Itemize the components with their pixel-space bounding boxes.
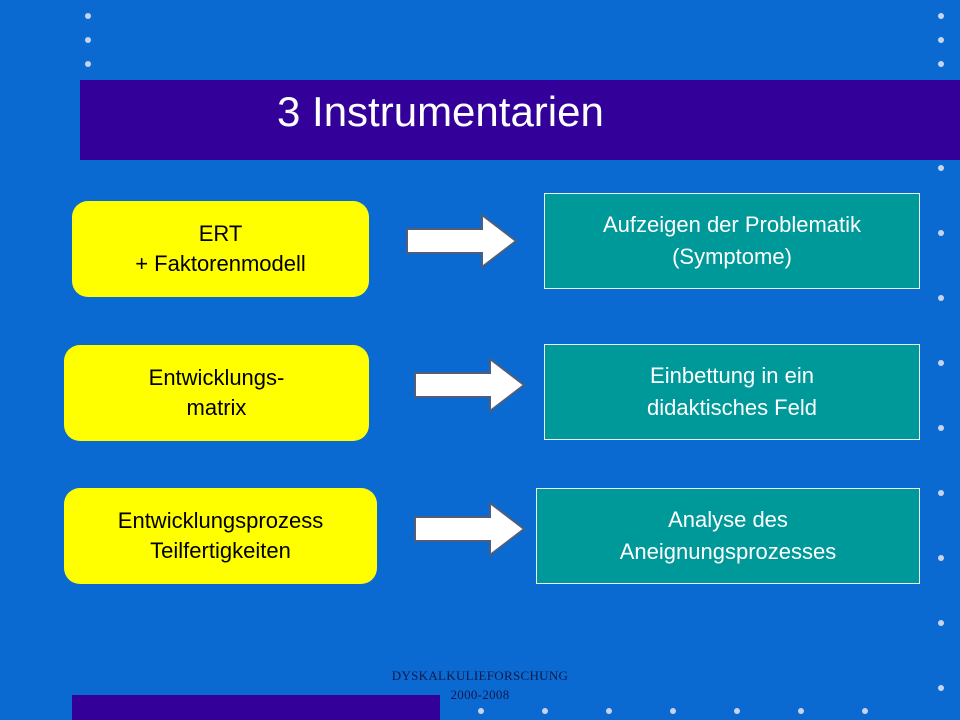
- input-box-ert: ERT + Faktorenmodell: [72, 201, 369, 297]
- title-bar: [80, 80, 960, 160]
- footer-line-2: 2000-2008: [450, 687, 510, 702]
- decorative-dot: [670, 708, 676, 714]
- decorative-dot: [938, 685, 944, 691]
- box-line: Aufzeigen der Problematik: [602, 212, 862, 237]
- box-line: Teilfertigkeiten: [150, 538, 291, 563]
- input-box-matrix: Entwicklungs- matrix: [64, 345, 369, 441]
- decorative-dot: [938, 165, 944, 171]
- output-box-analyse: Analyse des Aneignungsprozesses: [536, 488, 920, 584]
- right-arrow-icon: [406, 213, 518, 269]
- decorative-dot: [938, 230, 944, 236]
- box-line: matrix: [186, 395, 247, 420]
- decorative-dot: [542, 708, 548, 714]
- box-line: Entwicklungs-: [148, 365, 285, 390]
- decorative-dot: [798, 708, 804, 714]
- decorative-dot: [85, 37, 91, 43]
- decorative-dot: [938, 295, 944, 301]
- box-line: Entwicklungsprozess: [117, 508, 324, 533]
- box-line: + Faktorenmodell: [135, 251, 306, 276]
- box-line: didaktisches Feld: [647, 395, 817, 420]
- input-box-prozess: Entwicklungsprozess Teilfertigkeiten: [64, 488, 377, 584]
- decorative-dot: [938, 555, 944, 561]
- decorative-dot: [938, 425, 944, 431]
- decorative-dot: [938, 490, 944, 496]
- output-box-feld: Einbettung in ein didaktisches Feld: [544, 344, 920, 440]
- decorative-dot: [85, 61, 91, 67]
- slide-title: 3 Instrumentarien: [277, 88, 604, 135]
- footer-line-1: DYSKALKULIEFORSCHUNG: [391, 668, 569, 683]
- footer-bar: [72, 695, 440, 720]
- footer: DYSKALKULIEFORSCHUNG 2000-2008: [330, 666, 630, 704]
- box-line: (Symptome): [672, 244, 792, 269]
- decorative-dot: [938, 37, 944, 43]
- box-line: Aneignungsprozesses: [619, 539, 837, 564]
- right-arrow-icon: [414, 501, 526, 557]
- right-arrow-icon: [414, 357, 526, 413]
- decorative-dot: [478, 708, 484, 714]
- decorative-dot: [606, 708, 612, 714]
- decorative-dot: [938, 61, 944, 67]
- box-line: ERT: [198, 221, 243, 246]
- decorative-dot: [85, 13, 91, 19]
- decorative-dot: [938, 13, 944, 19]
- decorative-dot: [862, 708, 868, 714]
- box-line: Einbettung in ein: [650, 363, 814, 388]
- box-line: Analyse des: [668, 507, 788, 532]
- output-box-problematik: Aufzeigen der Problematik (Symptome): [544, 193, 920, 289]
- decorative-dot: [938, 620, 944, 626]
- decorative-dot: [734, 708, 740, 714]
- decorative-dot: [938, 360, 944, 366]
